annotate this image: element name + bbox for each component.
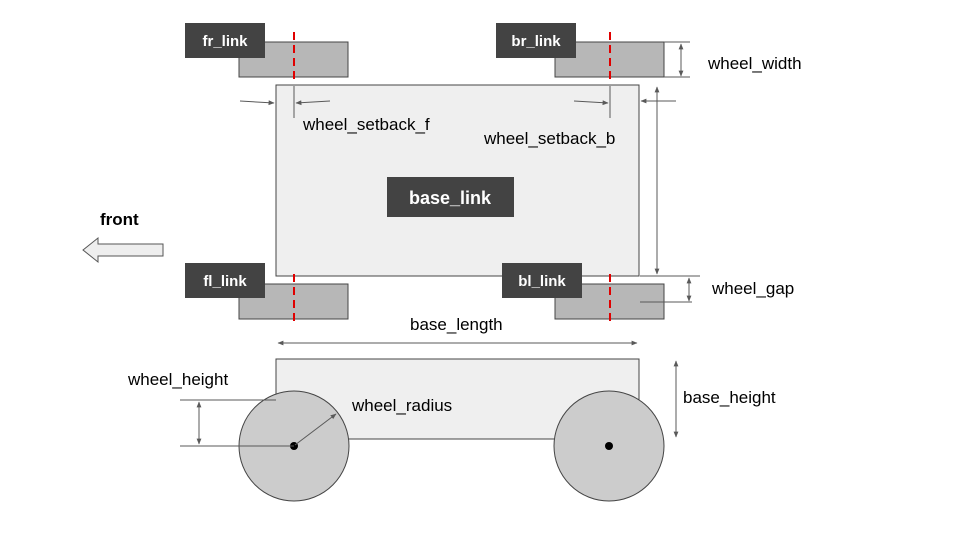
wheel-setback-b-label: wheel_setback_b bbox=[483, 129, 615, 148]
setback-f-arrow-left bbox=[239, 100, 275, 106]
base-length-label: base_length bbox=[410, 315, 503, 334]
back-axle-hub bbox=[605, 442, 613, 450]
wheel-radius-dim bbox=[294, 413, 337, 446]
setback-f-arrow-right bbox=[295, 100, 331, 106]
fr-link-tag: fr_link bbox=[185, 23, 265, 58]
front-label: front bbox=[100, 210, 139, 229]
base-link-tag: base_link bbox=[387, 177, 514, 217]
wheel-setback-f-label: wheel_setback_f bbox=[302, 115, 430, 134]
bl-link-tag: bl_link bbox=[502, 263, 582, 298]
br-link-tag: br_link bbox=[496, 23, 576, 58]
wheel-width-label: wheel_width bbox=[707, 54, 802, 73]
wheel-height-label: wheel_height bbox=[127, 370, 228, 389]
fl-link-tag: fl_link bbox=[185, 263, 265, 298]
left-arrow-icon bbox=[82, 236, 164, 264]
br-link-label: br_link bbox=[511, 33, 561, 50]
base-link-label: base_link bbox=[409, 188, 492, 208]
fr-link-label: fr_link bbox=[202, 33, 248, 50]
bl-link-label: bl_link bbox=[518, 273, 566, 290]
base-height-label: base_height bbox=[683, 388, 776, 407]
fl-link-label: fl_link bbox=[203, 273, 247, 290]
setback-b-arrow-left bbox=[573, 100, 609, 106]
wheel-gap-label: wheel_gap bbox=[711, 279, 794, 298]
wheel-radius-label: wheel_radius bbox=[351, 396, 452, 415]
